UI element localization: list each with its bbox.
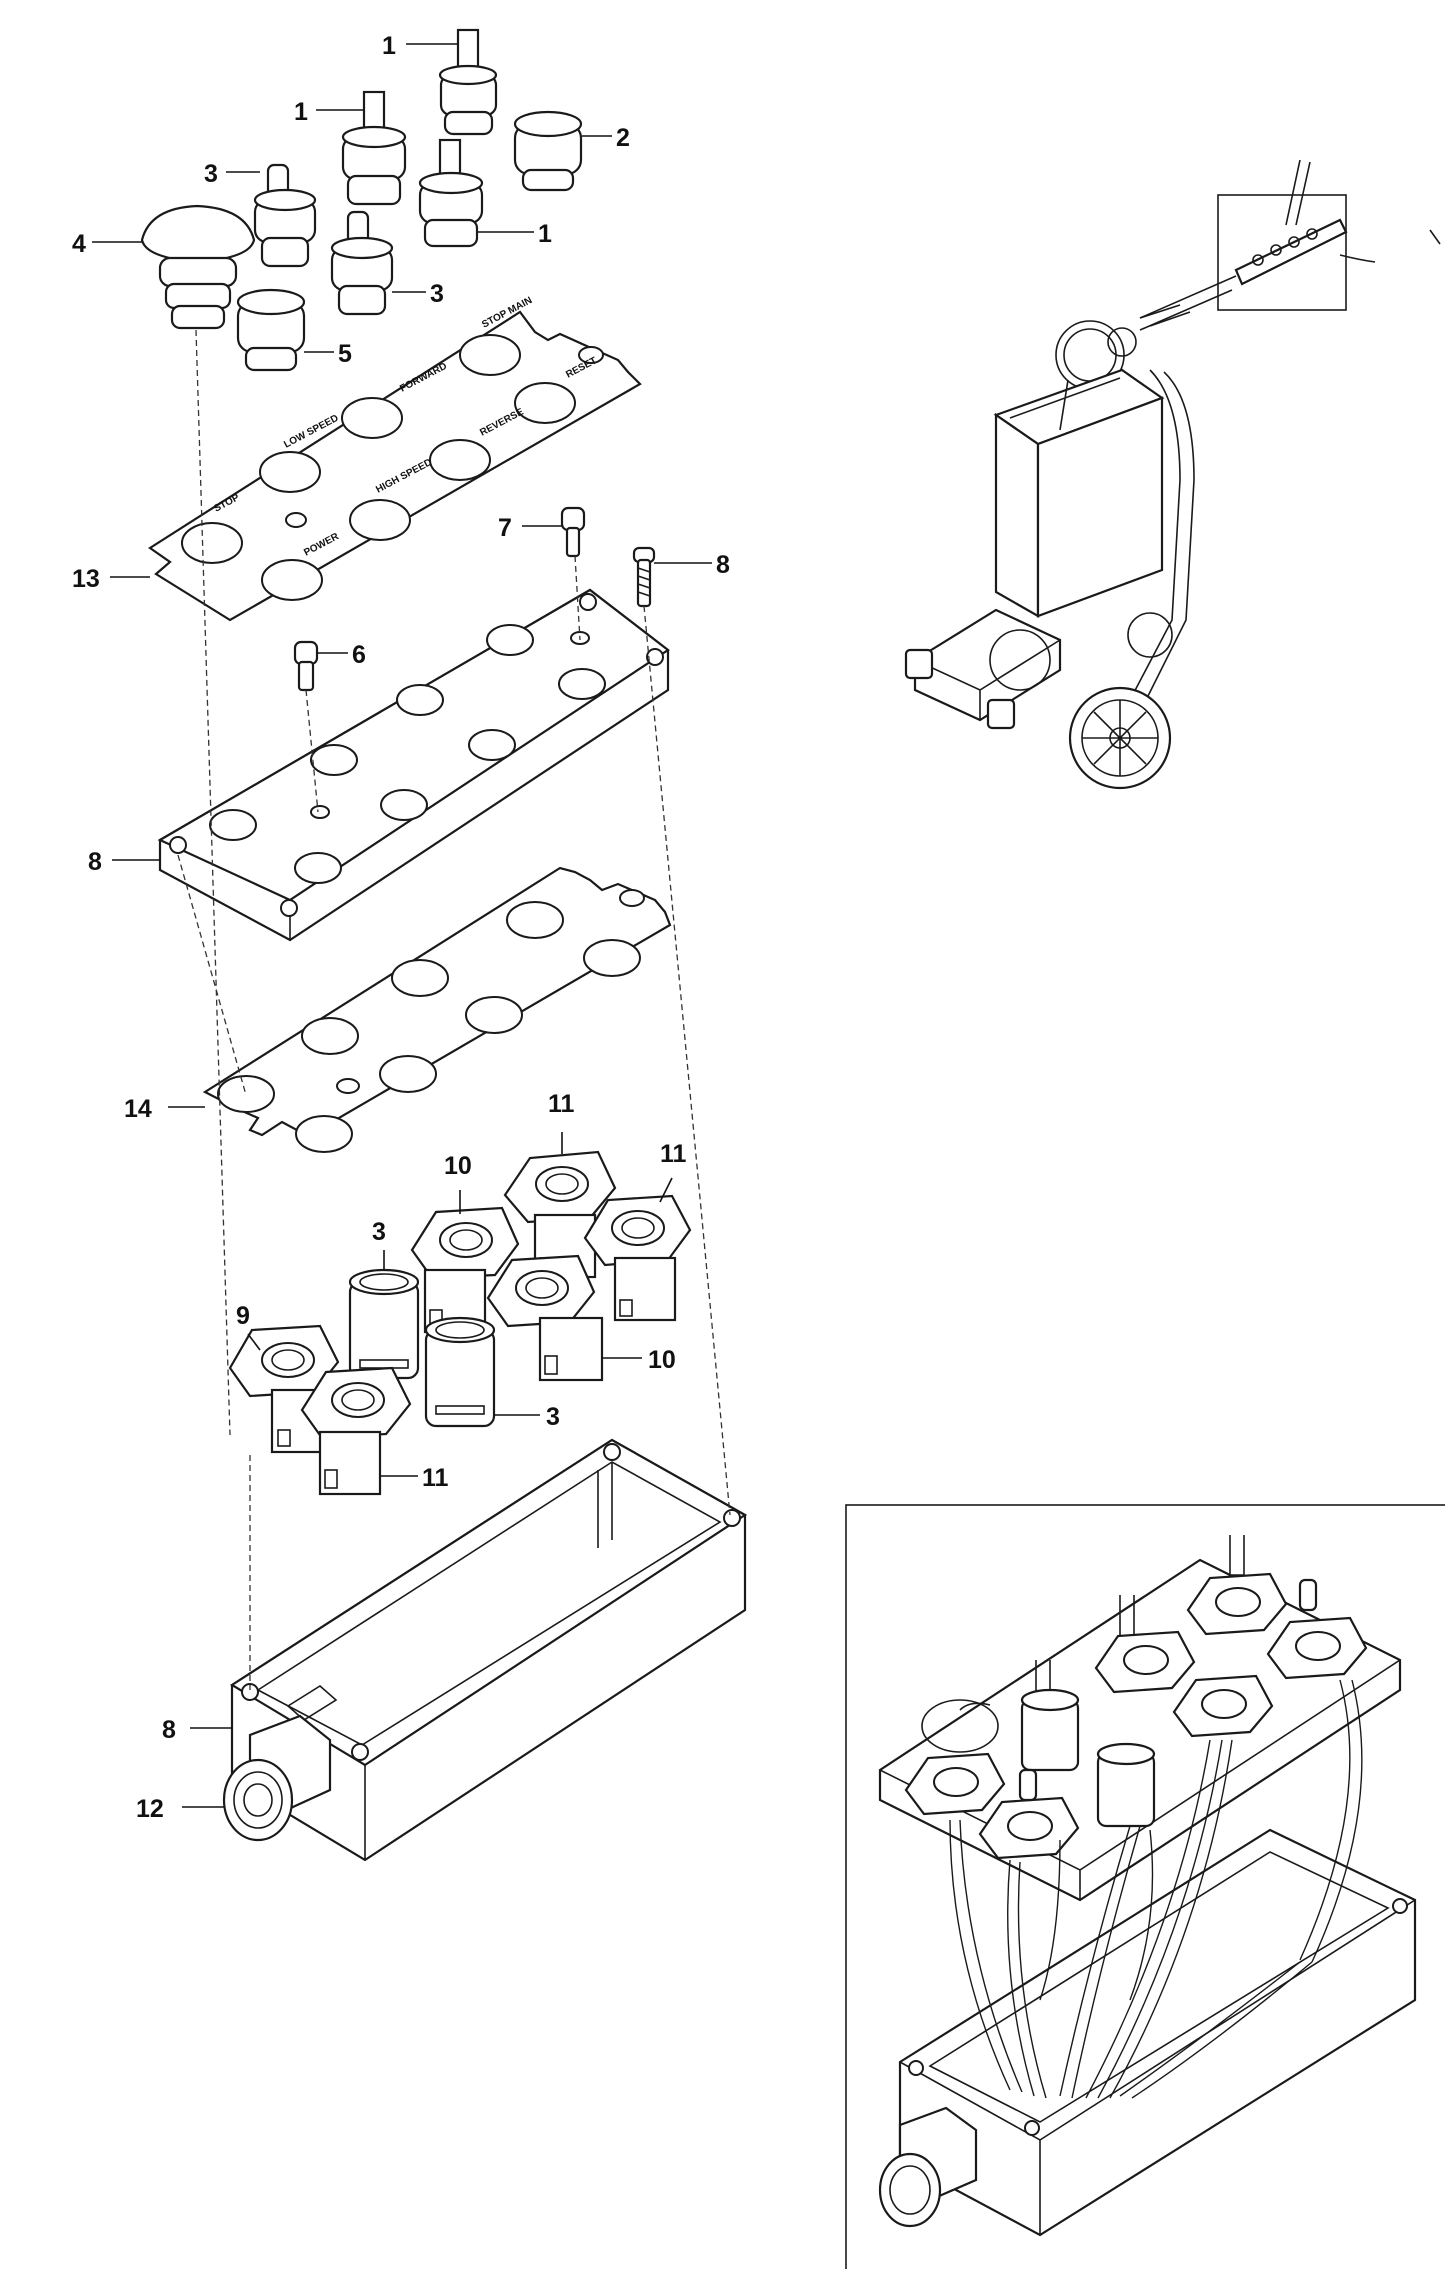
contact-block-10-right	[486, 1254, 604, 1382]
gasket-14	[202, 866, 672, 1153]
wired-assembly-inset	[845, 1504, 1445, 2269]
selector-switch-1-right	[418, 138, 484, 248]
callout-3-lamp-upper: 3	[372, 1218, 386, 1246]
selector-switch-1-top	[438, 28, 498, 136]
contact-block-11-top	[503, 1150, 617, 1279]
assembly-lines	[177, 329, 731, 1690]
trolley-illustration	[904, 159, 1441, 790]
leader-lines	[92, 43, 712, 1808]
inset-wires	[949, 1679, 1363, 2099]
pilot-light-3-lower	[330, 210, 394, 316]
callout-3-lower: 3	[430, 280, 444, 308]
callout-7: 7	[498, 514, 512, 542]
cap-2	[513, 110, 583, 192]
callout-8-cover: 8	[88, 848, 102, 876]
top-buttons	[140, 28, 583, 372]
callout-14: 14	[124, 1095, 152, 1123]
callout-13: 13	[72, 565, 100, 593]
callout-10-left: 10	[444, 1152, 472, 1180]
callout-4: 4	[72, 230, 86, 258]
cable-gland-12	[222, 1714, 332, 1842]
callout-10-right: 10	[648, 1346, 676, 1374]
contact-block-11-bottom	[300, 1366, 412, 1496]
callout-1-top: 1	[382, 32, 396, 60]
callout-11-top: 11	[548, 1090, 575, 1118]
callout-1-right: 1	[538, 220, 552, 248]
enclosure-box-8	[229, 1438, 748, 1862]
mushroom-stop-button-4	[140, 204, 256, 330]
callout-11-bottom: 11	[422, 1464, 449, 1492]
lamp-holder-3-lower	[424, 1316, 496, 1428]
callout-5: 5	[338, 340, 352, 368]
contact-blocks	[228, 1150, 692, 1496]
pilot-light-3-upper	[253, 163, 317, 268]
callout-8-box: 8	[162, 1716, 176, 1744]
callout-3-lamp-lower: 3	[546, 1403, 560, 1431]
callout-8-screw: 8	[716, 551, 730, 579]
cover-8	[157, 588, 670, 942]
callout-9: 9	[236, 1302, 250, 1330]
lamp-holder-3-upper	[348, 1268, 420, 1380]
contact-block-11-right	[583, 1194, 692, 1322]
cap-5	[236, 288, 306, 372]
callout-2: 2	[616, 124, 630, 152]
callout-6: 6	[352, 641, 366, 669]
screw-6	[293, 640, 319, 692]
callout-12: 12	[136, 1795, 164, 1823]
screw-7	[560, 506, 586, 558]
legend-plate-13: STOP POWER LOW SPEED HIGH SPEED FORWARD …	[148, 295, 642, 622]
callout-3-upper: 3	[204, 160, 218, 188]
callout-labels: 1 1 1 2 3 3 4 5 13 7 8 6 8 14 11 11 10 3…	[72, 32, 730, 1823]
screw-8	[632, 546, 656, 608]
selector-switch-1-left	[341, 90, 407, 206]
inset-contact-blocks	[904, 1572, 1368, 1860]
callout-1-left: 1	[294, 98, 308, 126]
callout-11-right: 11	[660, 1140, 687, 1168]
